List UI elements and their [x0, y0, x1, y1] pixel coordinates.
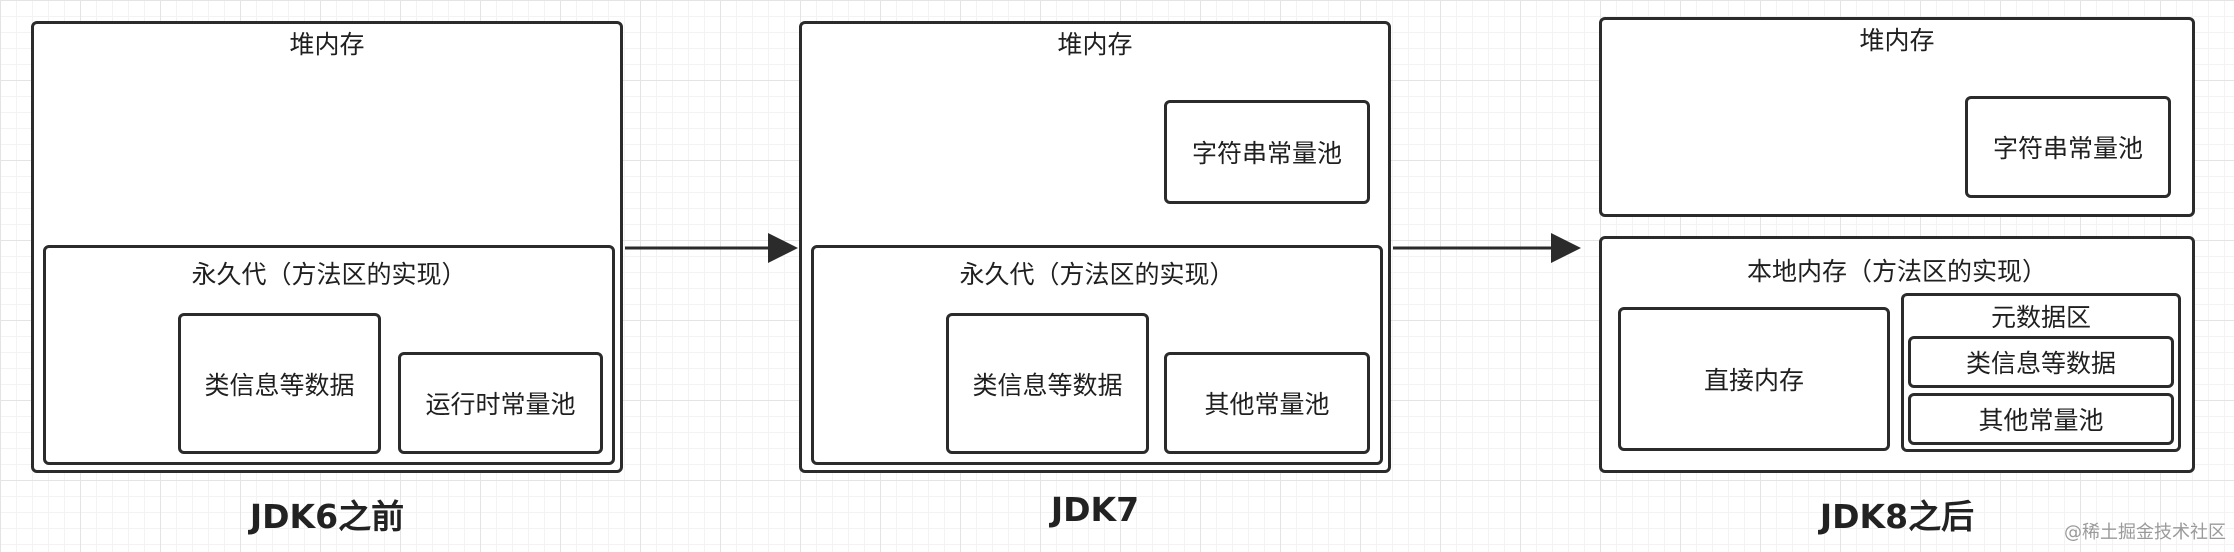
jdk7-class-info-box: 类信息等数据	[946, 313, 1149, 454]
jdk8-direct-memory-box: 直接内存	[1618, 307, 1890, 451]
watermark: @稀土掘金技术社区	[2064, 522, 2226, 543]
jdk6-runtime-pool-box: 运行时常量池	[398, 352, 603, 454]
jdk7-other-pool-box: 其他常量池	[1164, 352, 1370, 454]
jdk8-class-info-box: 类信息等数据	[1908, 336, 2174, 388]
class-info-label: 类信息等数据	[972, 370, 1123, 400]
jdk8-other-pool-box: 其他常量池	[1908, 393, 2174, 445]
jdk6-caption: JDK6之前	[249, 497, 405, 536]
permgen-label: 永久代（方法区的实现）	[191, 260, 467, 289]
class-info-label: 类信息等数据	[1965, 349, 2116, 378]
other-pool-label: 其他常量池	[1978, 406, 2104, 435]
native-memory-label: 本地内存（方法区的实现）	[1746, 257, 2047, 286]
jdk7-string-pool-box: 字符串常量池	[1164, 100, 1370, 204]
jdk6-class-info-box: 类信息等数据	[178, 313, 381, 454]
other-pool-label: 其他常量池	[1204, 390, 1330, 419]
permgen-label: 永久代（方法区的实现）	[959, 260, 1235, 289]
string-pool-label: 字符串常量池	[1191, 139, 1342, 168]
metaspace-label: 元数据区	[1990, 303, 2091, 332]
direct-memory-label: 直接内存	[1703, 366, 1804, 395]
heap-label: 堆内存	[1859, 26, 1935, 55]
jdk8-caption: JDK8之后	[1819, 497, 1975, 536]
string-pool-label: 字符串常量池	[1992, 134, 2143, 163]
jdk8-string-pool-box: 字符串常量池	[1965, 96, 2171, 198]
runtime-pool-label: 运行时常量池	[425, 390, 576, 419]
heap-label: 堆内存	[289, 30, 365, 59]
heap-label: 堆内存	[1057, 30, 1133, 59]
jdk7-caption: JDK7	[1050, 490, 1140, 529]
class-info-label: 类信息等数据	[204, 370, 355, 400]
